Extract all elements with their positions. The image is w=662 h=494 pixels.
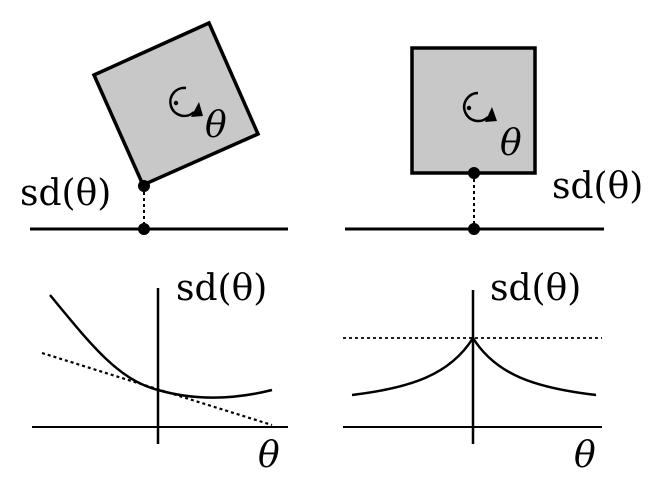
- bottom-right-plot: sd(θ) θ: [343, 268, 602, 476]
- sd-curve-right: [471, 337, 597, 397]
- top-left-panel: θ sd(θ): [20, 20, 288, 235]
- bottom-left-plot: sd(θ) θ: [32, 268, 288, 476]
- theta-label: θ: [500, 123, 522, 164]
- ground-closest-point: [138, 223, 150, 235]
- ground-closest-point: [468, 223, 480, 235]
- rotation-icon: [462, 91, 497, 123]
- sd-curve-left: [351, 337, 475, 397]
- y-axis-label: sd(θ): [490, 268, 581, 309]
- top-right-panel: θ sd(θ): [345, 46, 643, 235]
- x-axis-label: θ: [574, 435, 596, 476]
- rotation-icon: [169, 86, 203, 118]
- sd-label: sd(θ): [552, 166, 643, 207]
- axis-aligned-box: [410, 46, 537, 175]
- x-axis-label: θ: [258, 435, 280, 476]
- tangent-line: [41, 351, 273, 427]
- sd-label: sd(θ): [20, 173, 111, 214]
- y-axis-label: sd(θ): [176, 268, 267, 309]
- theta-label: θ: [205, 105, 227, 146]
- sd-curve: [49, 294, 273, 399]
